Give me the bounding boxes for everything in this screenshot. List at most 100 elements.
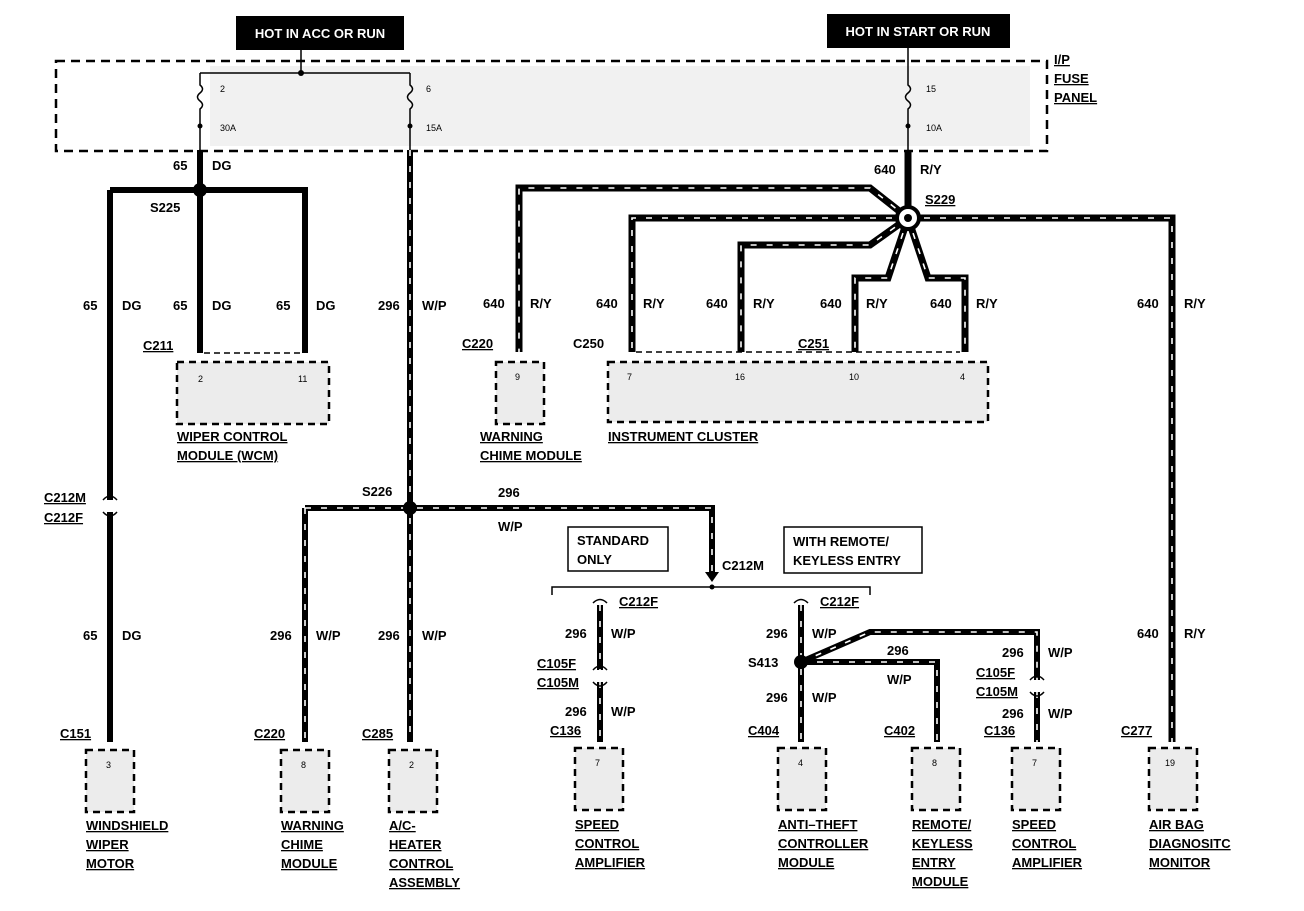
- pin: 4: [960, 372, 965, 382]
- connector-c277: C277: [1121, 723, 1152, 738]
- splice-label-s229: S229: [925, 192, 955, 207]
- wire-label-wp: W/P: [422, 628, 447, 643]
- module-label: INSTRUMENT CLUSTER: [608, 429, 759, 444]
- wire-label-wp: W/P: [498, 519, 523, 534]
- wire-label-dg: DG: [212, 158, 232, 173]
- module-label: SPEED: [575, 817, 619, 832]
- ac-heater-box: [387, 748, 439, 814]
- wire-label-dg: DG: [316, 298, 336, 313]
- module-label: MODULE: [778, 855, 835, 870]
- wire-label-65: 65: [83, 628, 97, 643]
- fuse-2-symbol: [196, 73, 204, 150]
- module-label: CONTROL: [575, 836, 639, 851]
- wire-label-ry: R/Y: [753, 296, 775, 311]
- module-label: MODULE: [912, 874, 969, 889]
- hot-start-run-header: HOT IN START OR RUN: [846, 24, 991, 39]
- module-label: WINDSHIELD: [86, 818, 168, 833]
- connector-c220: C220: [462, 336, 493, 351]
- wire-label-wp: W/P: [1048, 645, 1073, 660]
- wire-label-wp: W/P: [611, 704, 636, 719]
- wire-label-ry: R/Y: [643, 296, 665, 311]
- fuse-6-rating: 15A: [426, 123, 442, 133]
- hot-acc-run-header: HOT IN ACC OR RUN: [255, 26, 385, 41]
- connector-c212f: C212F: [619, 594, 658, 609]
- fuse-panel-fill: [210, 66, 1030, 146]
- connector-c105m: C105M: [976, 684, 1018, 699]
- fuse-15-symbol: [904, 48, 912, 150]
- connector-c212m: C212M: [722, 558, 764, 573]
- fuse-6-symbol: [406, 73, 414, 150]
- connector-c212f: C212F: [44, 510, 83, 525]
- pin: 7: [595, 758, 600, 768]
- module-label: CONTROL: [389, 856, 453, 871]
- wire-label-wp: W/P: [422, 298, 447, 313]
- wire-label-640: 640: [706, 296, 728, 311]
- fuse-panel-outline: [54, 59, 1049, 153]
- wire-296-wp: [302, 150, 715, 742]
- wire-label-296: 296: [766, 690, 788, 705]
- wire-label-ry: R/Y: [920, 162, 942, 177]
- wire-label-wp: W/P: [812, 690, 837, 705]
- splice-s225: [193, 183, 207, 197]
- connector-c220: C220: [254, 726, 285, 741]
- wire-label-296: 296: [498, 485, 520, 500]
- hot-acc-run-header-bg: [236, 16, 404, 50]
- connector-c212m: C212M: [44, 490, 86, 505]
- wire-label-640: 640: [874, 162, 896, 177]
- note-text: KEYLESS ENTRY: [793, 553, 901, 568]
- connector-c402: C402: [884, 723, 915, 738]
- connector-c105m: C105M: [537, 675, 579, 690]
- hot-start-run-header-bg: [827, 14, 1010, 48]
- fuse-panel-label-2: FUSE: [1054, 71, 1089, 86]
- splice-s226: [403, 501, 417, 515]
- pin: 2: [198, 374, 203, 384]
- module-label: KEYLESS: [912, 836, 973, 851]
- speed-amp-1-box: [573, 746, 625, 812]
- wire-label-296: 296: [766, 626, 788, 641]
- pin: 16: [735, 372, 745, 382]
- pin: 3: [106, 760, 111, 770]
- module-label: A/C-: [389, 818, 416, 833]
- note-text: ONLY: [577, 552, 612, 567]
- wire-label-ry: R/Y: [1184, 296, 1206, 311]
- connector-c285: C285: [362, 726, 393, 741]
- wire-label-296: 296: [1002, 645, 1024, 660]
- wire-label-640: 640: [820, 296, 842, 311]
- pin: 8: [301, 760, 306, 770]
- splice-label-s226: S226: [362, 484, 392, 499]
- wire-label-dg: DG: [122, 298, 142, 313]
- splice-label-s413: S413: [748, 655, 778, 670]
- warning-chime-top-box: [494, 360, 546, 426]
- wire-label-wp: W/P: [812, 626, 837, 641]
- module-label: WIPER CONTROL: [177, 429, 288, 444]
- wire-640-ry: [515, 150, 1176, 742]
- wire-label-640: 640: [1137, 296, 1159, 311]
- wire-label-wp: W/P: [316, 628, 341, 643]
- pin: 2: [409, 760, 414, 770]
- pin: 11: [298, 374, 307, 384]
- wire-label-wp: W/P: [611, 626, 636, 641]
- fuse-panel-label-3: PANEL: [1054, 90, 1097, 105]
- pin: 4: [798, 758, 803, 768]
- pin: 9: [515, 372, 520, 382]
- airbag-monitor-box: [1147, 746, 1199, 812]
- module-label: WARNING: [480, 429, 543, 444]
- module-label: MONITOR: [1149, 855, 1211, 870]
- warning-chime-bottom-box: [279, 748, 331, 814]
- connector-c105f: C105F: [537, 656, 576, 671]
- wire-65-dg: [107, 150, 308, 742]
- wire-label-65: 65: [276, 298, 290, 313]
- wiper-motor-box: [84, 748, 136, 814]
- wire-label-296: 296: [378, 628, 400, 643]
- wire-label-dg: DG: [122, 628, 142, 643]
- module-label: SPEED: [1012, 817, 1056, 832]
- pin: 7: [627, 372, 632, 382]
- splice-s413: [794, 655, 808, 669]
- wire-label-296: 296: [270, 628, 292, 643]
- pin: 7: [1032, 758, 1037, 768]
- connector-c250: C250: [573, 336, 604, 351]
- note-text: STANDARD: [577, 533, 649, 548]
- note-text: WITH REMOTE/: [793, 534, 889, 549]
- module-label: AMPLIFIER: [1012, 855, 1083, 870]
- wire-label-wp: W/P: [1048, 706, 1073, 721]
